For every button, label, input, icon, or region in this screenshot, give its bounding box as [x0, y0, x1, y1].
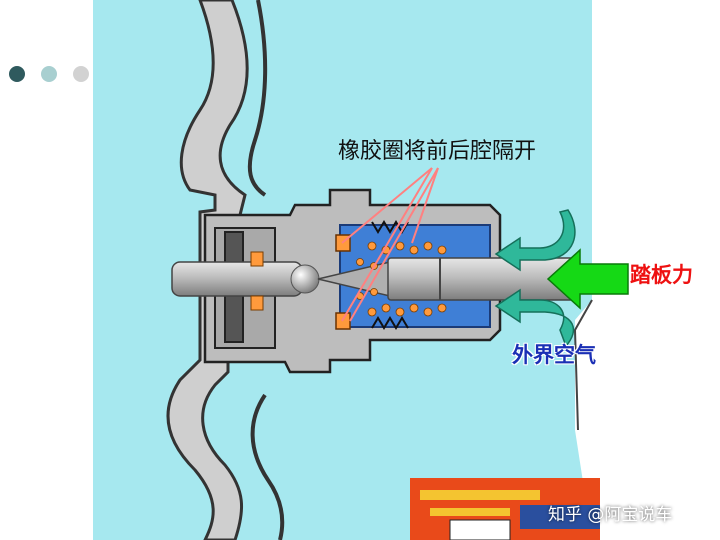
nav-dot-1 [9, 66, 25, 82]
air-arrow-top [494, 209, 576, 272]
air-arrow-bottom [494, 288, 575, 348]
nav-dot-2 [41, 66, 57, 82]
pedal-force-label: 踏板力 [630, 263, 693, 287]
label-pointers [341, 167, 439, 322]
nav-dot-3 [73, 66, 89, 82]
lower-component [410, 478, 600, 540]
watermark: 知乎 @阿宝说车 [548, 505, 673, 525]
outside-air-label: 外界空气 [512, 343, 596, 367]
pedal-force-arrow [546, 248, 629, 310]
rubber-ring-label: 橡胶圈将前后腔隔开 [338, 139, 537, 164]
front-push-rod [171, 261, 303, 297]
